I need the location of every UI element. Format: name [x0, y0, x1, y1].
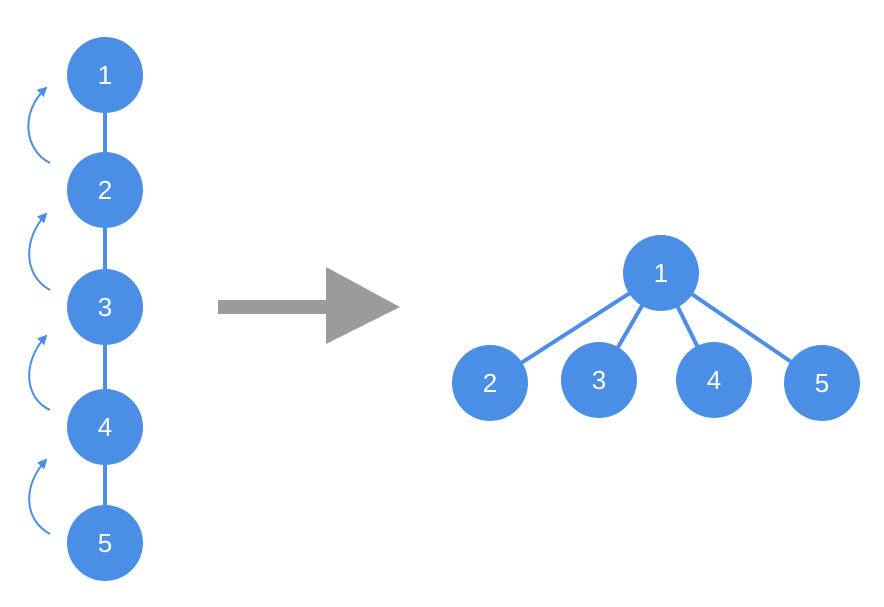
chain-node-3: 3 — [67, 269, 143, 345]
tree-child-node-4: 4 — [676, 342, 752, 418]
tree-node-label: 5 — [815, 368, 829, 398]
transform-arrow-icon — [218, 267, 400, 344]
chain-node-1: 1 — [67, 37, 143, 113]
chain-node-label: 2 — [98, 175, 112, 205]
tree-child-node-5: 5 — [784, 345, 860, 421]
tree-root-node: 1 — [623, 235, 699, 311]
tree-node-label: 4 — [707, 365, 721, 395]
curved-arrow-icon — [27, 86, 51, 164]
tree-node-circle — [784, 345, 860, 421]
chain-node-label: 5 — [98, 528, 112, 558]
chain-node-circle — [67, 389, 143, 465]
chain-node-label: 4 — [98, 412, 112, 442]
tree-node-circle — [676, 342, 752, 418]
chain-node-circle — [67, 152, 143, 228]
chain-node-circle — [67, 269, 143, 345]
tree-node-circle — [561, 342, 637, 418]
chain-node-2: 2 — [67, 152, 143, 228]
tree-node-circle — [452, 345, 528, 421]
tree-node-circle — [623, 235, 699, 311]
curved-arrow-icon — [28, 212, 51, 291]
chain-node-circle — [67, 37, 143, 113]
chain-node-circle — [67, 505, 143, 581]
chain-node-label: 1 — [98, 60, 112, 90]
tree-child-node-2: 2 — [452, 345, 528, 421]
tree-node-label: 2 — [483, 368, 497, 398]
tree-node-label: 3 — [592, 365, 606, 395]
tree-child-node-3: 3 — [561, 342, 637, 418]
chain-node-4: 4 — [67, 389, 143, 465]
chain-node-5: 5 — [67, 505, 143, 581]
transform-arrow-shaft — [218, 300, 326, 314]
chain-node-label: 3 — [98, 292, 112, 322]
tree-node-label: 1 — [654, 258, 668, 288]
chain-parent-arrows — [27, 86, 51, 535]
curved-arrow-icon — [28, 334, 51, 411]
transform-arrow-head — [326, 267, 400, 344]
curved-arrow-icon — [28, 458, 51, 535]
